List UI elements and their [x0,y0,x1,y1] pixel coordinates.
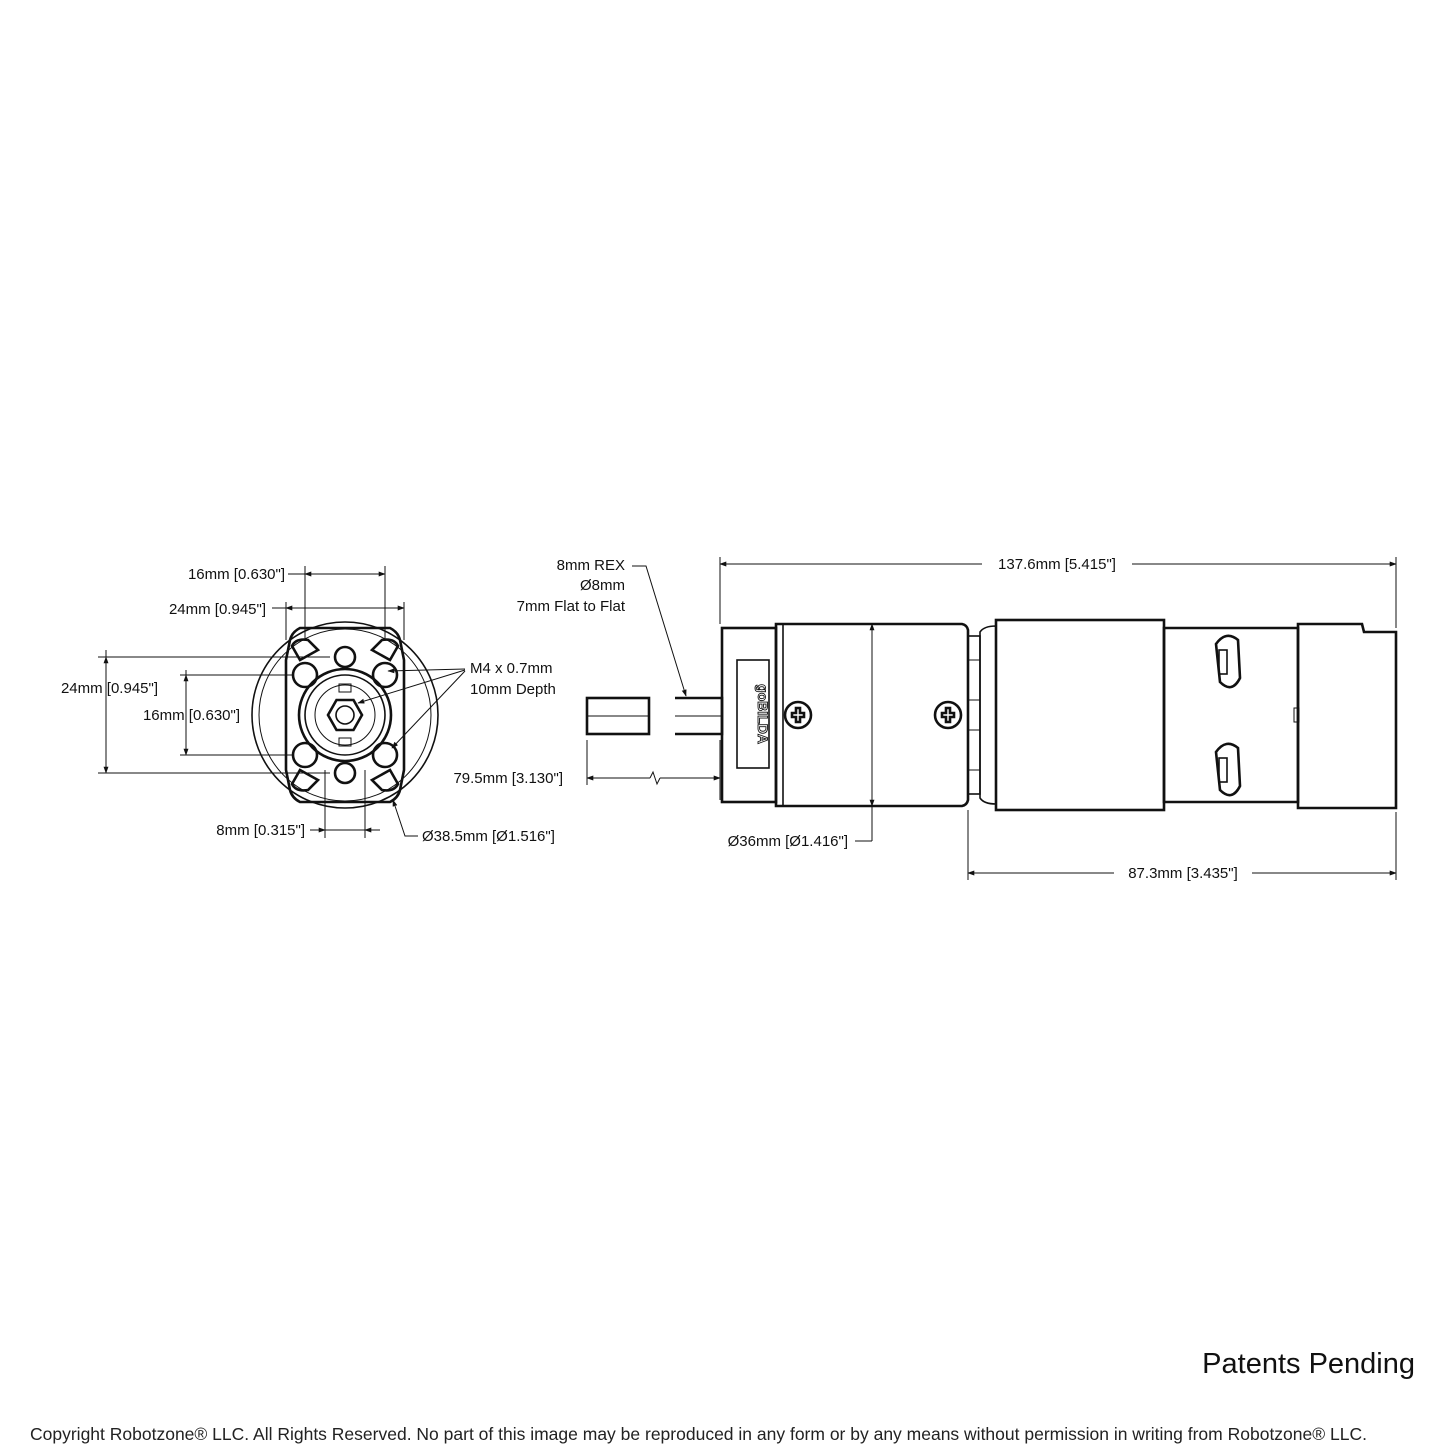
slot-bottom-right [369,768,400,792]
gearbox-body [774,622,970,808]
shaft-label-line2: Ø8mm [580,577,625,594]
front-view-dimensions [98,566,466,838]
dim-label-diameter: Ø38.5mm [Ø1.516"] [422,828,555,845]
center-hole-top [333,645,357,669]
copyright-text: Copyright Robotzone® LLC. All Rights Res… [30,1424,1367,1444]
slot-top-left [290,638,321,662]
motor-rear [1162,626,1300,804]
tap-label-line1: M4 x 0.7mm [470,660,553,677]
logo-panel [736,659,770,769]
patents-pending-text: Patents Pending [1202,1348,1415,1380]
screw-2 [933,700,963,730]
dim-label-overall-length: 137.6mm [5.415"] [998,556,1116,573]
dim-label-24mm-top: 24mm [0.945"] [169,601,266,618]
dim-label-16mm-left: 16mm [0.630"] [143,707,240,724]
hex-shaft [326,698,364,732]
mounting-face-outline [284,626,406,804]
tapped-hole-bottom-left [291,741,319,769]
tapped-hole-bottom-right [371,741,399,769]
shaft-label-line1: 8mm REX [557,557,625,574]
tapped-hole-top-right [371,661,399,689]
dim-label-8mm-bottom: 8mm [0.315"] [216,822,305,839]
gobilda-logo: goBILDA [755,684,771,744]
tapped-hole-top-left [291,661,319,689]
shaft-center [335,705,355,725]
dim-label-motor-length: 87.3mm [3.435"] [1128,865,1238,882]
tap-label-line2: 10mm Depth [470,681,556,698]
motor-can [994,618,1166,812]
vent-bottom [1214,742,1242,797]
dim-label-shaft-length: 79.5mm [3.130"] [453,770,563,787]
hub-notch-top [338,683,352,693]
hub-outer [297,667,393,763]
slot-bottom-left [290,768,321,792]
end-cap [1296,622,1398,810]
side-view-dimensions [586,557,1397,880]
hub-inner [314,684,376,746]
dim-label-gearbox-diameter: Ø36mm [Ø1.416"] [728,833,848,850]
center-hole-bottom [333,761,357,785]
side-view: goBILDA [585,618,1398,812]
hub-ring [304,674,386,756]
outer-diameter-circle [251,621,439,809]
shaft-label-line3: 7mm Flat to Flat [517,598,626,615]
slot-top-right [369,638,400,662]
dim-label-16mm-top: 16mm [0.630"] [188,566,285,583]
vent-top [1214,634,1242,689]
coupling-ring-2 [979,625,997,805]
front-view [251,621,439,809]
hub-notch-bottom [338,737,352,747]
screw-1 [783,700,813,730]
dim-label-24mm-left: 24mm [0.945"] [61,680,158,697]
